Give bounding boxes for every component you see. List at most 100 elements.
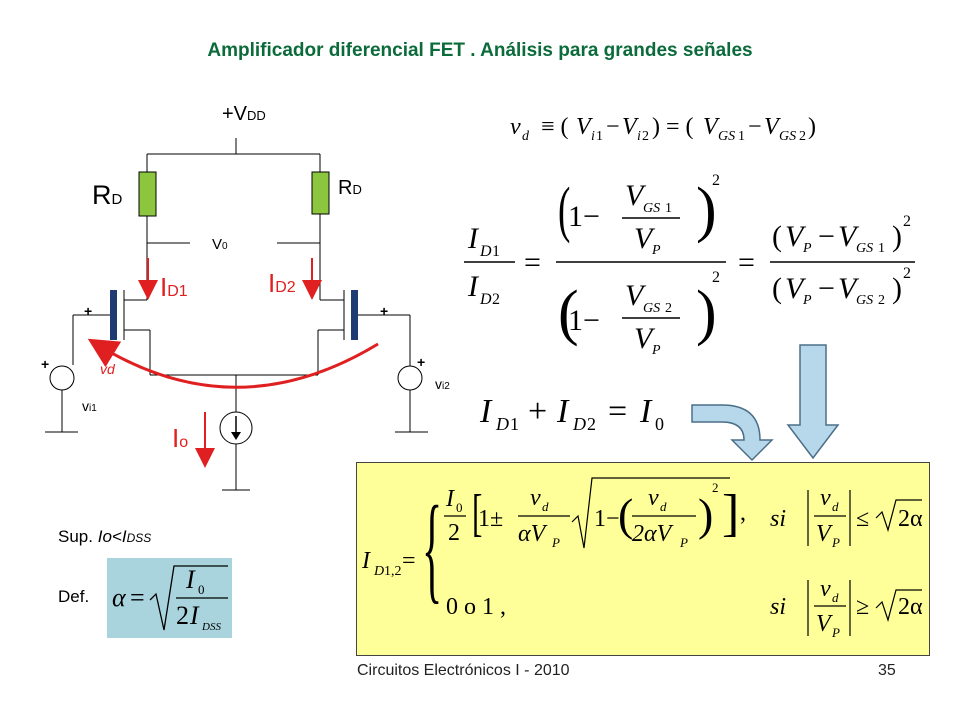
svg-text:v: v — [530, 485, 541, 511]
svg-text:1: 1 — [596, 129, 603, 144]
svg-text:≡ (: ≡ ( — [541, 114, 569, 140]
plus-sign: + — [417, 354, 426, 370]
slide-title: Amplificador diferencial FET . Análisis … — [207, 40, 753, 61]
svg-text:v: v — [820, 485, 831, 511]
svg-text:I: I — [467, 222, 480, 255]
svg-text:1−: 1− — [568, 200, 600, 233]
svg-text:i: i — [591, 129, 595, 144]
svg-text:v: v — [648, 485, 659, 511]
svg-text:GS: GS — [779, 129, 796, 144]
svg-text:d: d — [660, 499, 667, 514]
svg-text:V: V — [838, 272, 860, 305]
svg-text:=: = — [130, 583, 145, 612]
vi2-label: vi2 — [435, 376, 450, 392]
svg-text:d: d — [832, 499, 839, 514]
fet2-symbol — [351, 290, 358, 340]
curved-arrow-icon — [691, 404, 774, 462]
svg-text:2: 2 — [665, 301, 672, 316]
svg-text:−: − — [818, 220, 835, 253]
svg-text:V: V — [816, 521, 833, 547]
svg-text:P: P — [651, 243, 661, 258]
svg-text:V: V — [785, 220, 807, 253]
svg-text:I: I — [556, 393, 570, 430]
rd2-resistor — [311, 171, 330, 215]
svg-text:I: I — [479, 393, 493, 430]
io-label: Io — [172, 423, 189, 453]
vi1-label: vi1 — [82, 398, 97, 414]
svg-text:αV: αV — [518, 521, 548, 547]
svg-text:V: V — [838, 220, 860, 253]
svg-text:GS: GS — [718, 129, 735, 144]
svg-text:I: I — [467, 270, 480, 303]
svg-text:P: P — [802, 241, 812, 256]
svg-text:I: I — [361, 548, 371, 574]
svg-text:0 o 1: 0 o 1 — [446, 594, 494, 620]
svg-text:1: 1 — [492, 243, 500, 260]
svg-text:2α: 2α — [898, 506, 923, 532]
svg-text:1,2: 1,2 — [384, 564, 402, 579]
svg-text:(: ( — [772, 220, 782, 253]
svg-text:2: 2 — [642, 129, 649, 144]
svg-text:1: 1 — [665, 201, 672, 216]
svg-text:2: 2 — [799, 129, 806, 144]
svg-text:2: 2 — [448, 520, 460, 546]
svg-text:D: D — [572, 414, 586, 434]
svg-text:V: V — [625, 279, 647, 312]
svg-text:+: + — [528, 393, 547, 430]
svg-text:V: V — [634, 322, 656, 355]
svg-text:2: 2 — [176, 601, 189, 630]
svg-text:=: = — [524, 246, 541, 279]
svg-text:GS: GS — [643, 301, 660, 316]
svg-text:1±: 1± — [478, 506, 503, 532]
svg-text:2: 2 — [903, 265, 911, 282]
svg-text:v: v — [510, 114, 521, 140]
svg-text:2αV: 2αV — [632, 521, 674, 547]
svg-text:2: 2 — [712, 172, 720, 189]
svg-text:2: 2 — [903, 213, 911, 230]
svg-text:0: 0 — [655, 414, 664, 434]
svg-text:DSS: DSS — [201, 621, 221, 633]
svg-text:2: 2 — [712, 269, 720, 286]
svg-text:I: I — [185, 565, 196, 594]
svg-text:): ) — [696, 279, 717, 347]
svg-text:si: si — [770, 506, 786, 532]
plus-sign: + — [380, 303, 389, 319]
svg-text:2α: 2α — [898, 594, 923, 620]
svg-text:1−: 1− — [568, 304, 600, 337]
svg-text:,: , — [500, 594, 506, 620]
svg-text:D: D — [495, 414, 509, 434]
svg-text:P: P — [831, 535, 840, 550]
svg-text:1: 1 — [510, 414, 519, 434]
svg-text:P: P — [679, 535, 688, 550]
svg-text:i: i — [637, 129, 641, 144]
footer-course: Circuitos Electrónicos I - 2010 — [357, 662, 570, 679]
svg-text:{: { — [422, 483, 442, 615]
rd1-resistor — [138, 171, 157, 217]
svg-text:D: D — [479, 243, 492, 260]
sup-note: Sup. Io<IDSS — [58, 527, 152, 546]
id2-label: ID2 — [268, 268, 296, 298]
svg-text:d: d — [832, 590, 839, 605]
svg-text:2: 2 — [878, 293, 885, 308]
svg-text:P: P — [551, 535, 560, 550]
svg-text:V: V — [764, 114, 781, 140]
fet1-symbol — [110, 290, 117, 340]
svg-text:≥: ≥ — [856, 594, 869, 620]
svg-text:): ) — [892, 272, 902, 305]
svg-text:1: 1 — [878, 241, 885, 256]
svg-text:I: I — [445, 486, 455, 512]
svg-text:,: , — [740, 500, 746, 526]
svg-text:): ) — [892, 220, 902, 253]
svg-text:=: = — [738, 246, 755, 279]
svg-text:V: V — [622, 114, 639, 140]
svg-text:=: = — [608, 393, 627, 430]
svg-text:]: ] — [722, 485, 739, 542]
svg-text:GS: GS — [856, 241, 873, 256]
svg-text:V: V — [816, 611, 833, 637]
